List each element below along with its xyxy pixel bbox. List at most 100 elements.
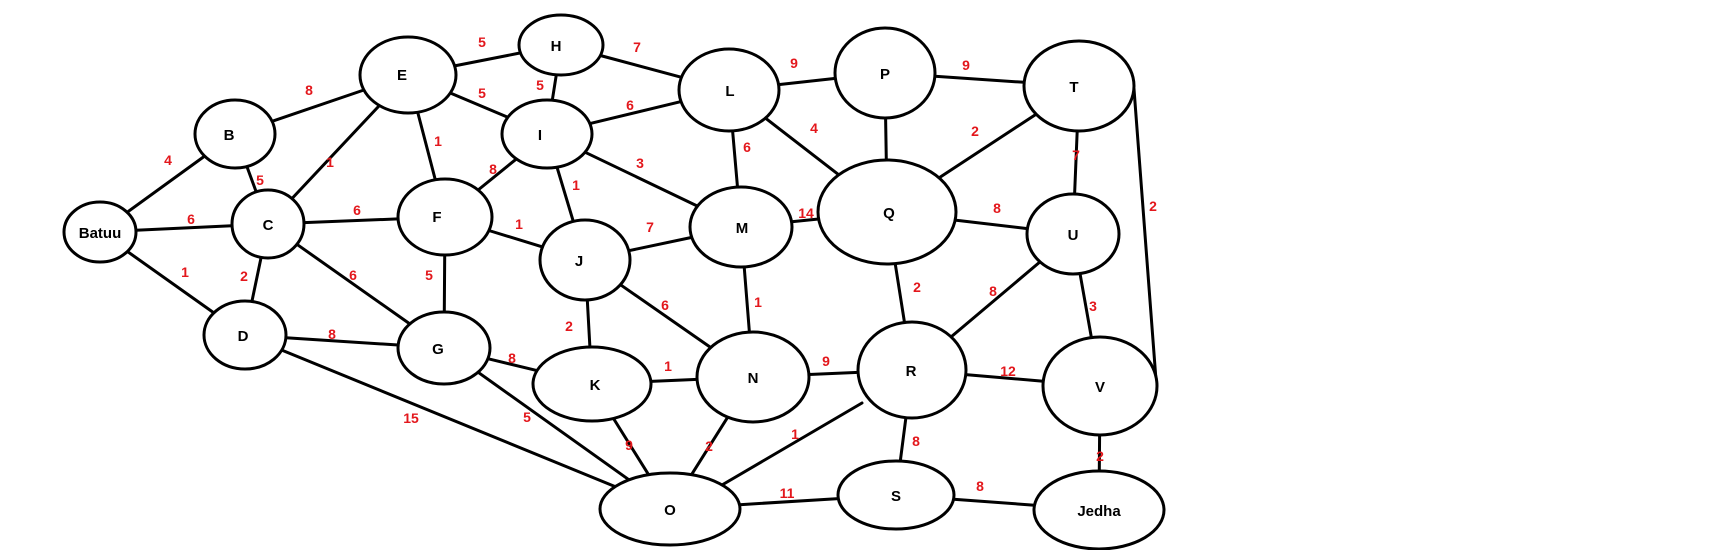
edge-weight-j-k: 2	[565, 318, 573, 334]
edge-i-l	[588, 100, 683, 126]
edge-weight-s-jedha: 8	[976, 478, 984, 494]
edge-batuu-d	[125, 250, 216, 315]
node-label-f: F	[432, 209, 441, 226]
edge-c-g	[295, 242, 412, 326]
edge-l-m	[731, 129, 739, 189]
edge-weight-d-g: 8	[328, 326, 336, 342]
node-ellipse-q	[816, 158, 958, 266]
node-label-c: C	[263, 217, 274, 234]
node-l: L	[677, 47, 781, 133]
node-label-s: S	[891, 488, 901, 505]
node-label-v: V	[1095, 379, 1105, 396]
edge-h-i	[550, 73, 558, 102]
edge-weight-o-r: 1	[791, 426, 799, 442]
node-s: S	[836, 459, 956, 531]
node-v: V	[1041, 335, 1159, 437]
edge-l-p	[777, 76, 837, 87]
edge-weight-q-t: 2	[971, 123, 979, 139]
edge-u-r	[949, 260, 1042, 339]
edge-weight-m-n: 1	[754, 294, 762, 310]
edge-g-o	[476, 370, 631, 482]
node-label-batuu: Batuu	[79, 225, 122, 242]
edge-e-i	[448, 91, 510, 119]
edge-weight-n-o: 2	[705, 438, 713, 454]
edge-b-c	[245, 165, 258, 194]
edge-t-v	[1132, 87, 1158, 382]
node-ellipse-jedha	[1032, 469, 1166, 550]
node-label-b: B	[224, 127, 235, 144]
edge-p-t	[933, 74, 1026, 84]
node-label-g: G	[432, 341, 444, 358]
edge-weight-i-m: 3	[636, 155, 644, 171]
node-j: J	[538, 218, 632, 302]
node-ellipse-v	[1041, 335, 1159, 437]
node-p: P	[833, 26, 937, 120]
edge-weight-b-c: 5	[256, 172, 264, 188]
edge-weight-k-n: 1	[664, 358, 672, 374]
node-ellipse-c	[230, 188, 306, 260]
edge-weight-g-k: 8	[508, 350, 516, 366]
node-label-i: I	[538, 127, 542, 144]
edge-o-s	[738, 497, 840, 507]
edge-weight-n-r: 9	[822, 353, 830, 369]
edge-q-t	[937, 112, 1038, 180]
edge-k-n	[649, 377, 699, 383]
edge-weight-k-o: 9	[625, 437, 633, 453]
node-batuu: Batuu	[62, 200, 138, 264]
node-label-n: N	[748, 370, 759, 387]
edge-r-v	[964, 373, 1045, 383]
node-ellipse-h	[517, 13, 605, 77]
node-ellipse-u	[1025, 192, 1121, 276]
node-e: E	[358, 35, 458, 115]
edge-batuu-c	[134, 224, 234, 232]
edge-weight-r-v: 12	[1000, 363, 1016, 379]
edge-q-u	[953, 218, 1029, 231]
node-label-jedha: Jedha	[1077, 503, 1121, 520]
node-jedha: Jedha	[1032, 469, 1166, 550]
edge-weight-u-r: 8	[989, 283, 997, 299]
node-ellipse-batuu	[62, 200, 138, 264]
node-label-k: K	[590, 377, 601, 394]
node-ellipse-s	[836, 459, 956, 531]
edge-weight-l-q: 4	[810, 120, 818, 136]
edge-n-o	[690, 415, 730, 477]
edge-weight-e-h: 5	[478, 34, 486, 50]
edge-d-g	[284, 336, 400, 347]
node-label-e: E	[397, 67, 407, 84]
node-ellipse-e	[358, 35, 458, 115]
edge-j-n	[618, 283, 713, 349]
edge-weight-e-i: 5	[478, 85, 486, 101]
node-i: I	[500, 98, 594, 170]
edge-weight-h-l: 7	[633, 39, 641, 55]
edge-weight-l-p: 9	[790, 55, 798, 71]
weights-layer: 4615821668155515786131585726199641419211…	[164, 34, 1157, 501]
node-c: C	[230, 188, 306, 260]
edge-batuu-b	[125, 154, 207, 214]
node-ellipse-l	[677, 47, 781, 133]
edge-r-s	[898, 416, 908, 463]
node-n: N	[695, 330, 811, 424]
edge-p-q	[884, 116, 888, 162]
node-label-u: U	[1068, 227, 1079, 244]
edge-weight-j-m: 7	[646, 219, 654, 235]
edge-e-f	[416, 110, 437, 182]
node-ellipse-m	[688, 185, 794, 269]
edge-i-m	[583, 150, 699, 208]
edge-t-u	[1073, 129, 1079, 196]
edge-q-r	[893, 262, 906, 324]
edge-weight-f-g: 5	[425, 267, 433, 283]
node-label-r: R	[906, 363, 917, 380]
node-k: K	[531, 345, 653, 423]
node-ellipse-n	[695, 330, 811, 424]
node-label-o: O	[664, 502, 676, 519]
edge-weight-r-s: 8	[912, 433, 920, 449]
node-h: H	[517, 13, 605, 77]
node-o: O	[598, 471, 742, 547]
node-g: G	[396, 310, 492, 386]
node-label-q: Q	[883, 205, 895, 222]
edge-weight-c-e: 1	[326, 154, 334, 170]
edge-u-v	[1078, 272, 1093, 340]
node-ellipse-r	[856, 320, 968, 420]
node-d: D	[202, 299, 288, 371]
